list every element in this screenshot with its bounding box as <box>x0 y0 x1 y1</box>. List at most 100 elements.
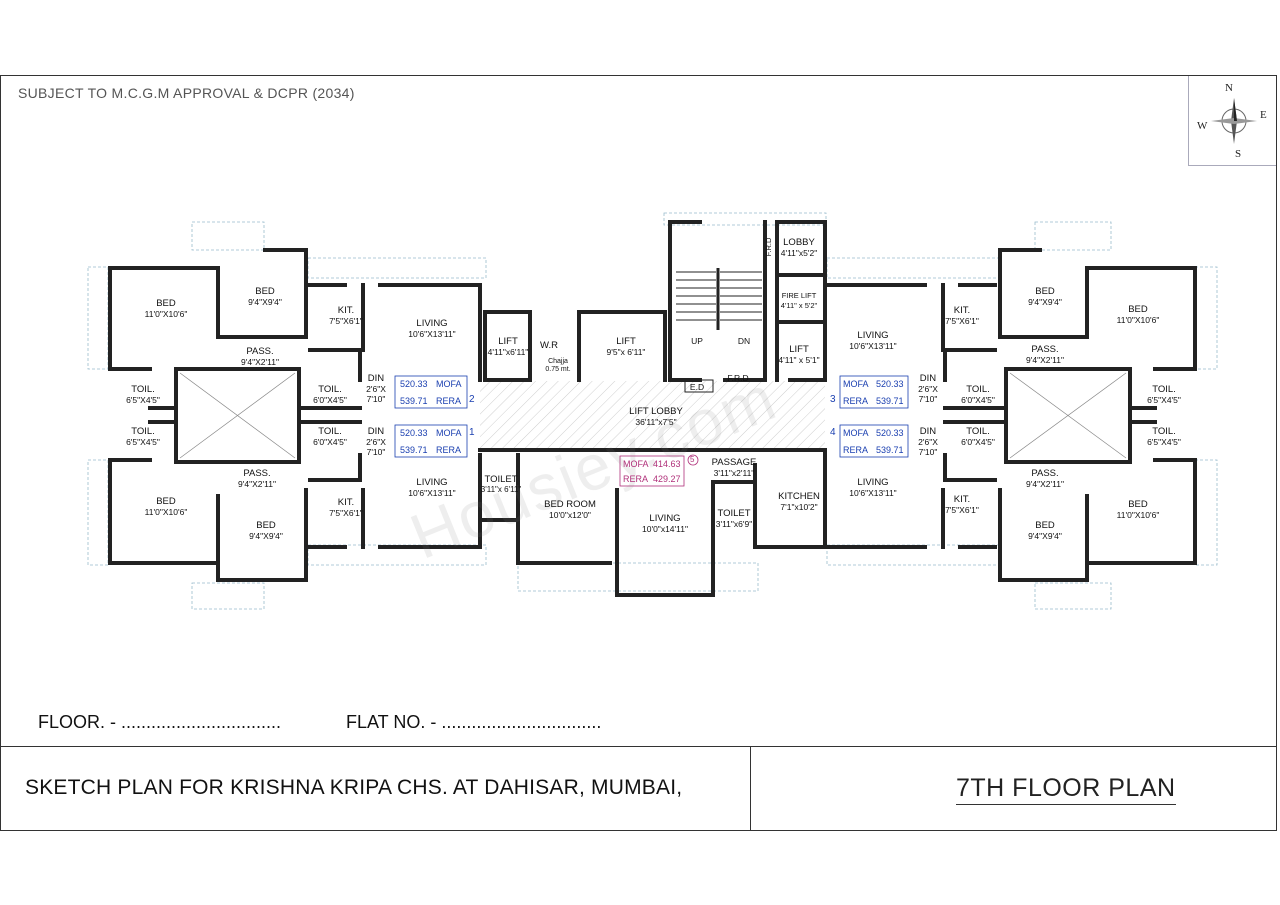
flat-number-field: FLAT NO. - .............................… <box>346 712 602 732</box>
flat3-number: 3 <box>830 394 836 405</box>
flat3-rera-label: RERA <box>843 396 869 406</box>
compass: N S E W <box>1188 76 1276 166</box>
frd-label-b: F.R.D <box>764 237 773 257</box>
room-toil-br-a: TOIL.6'0"X4'5" <box>961 426 995 448</box>
ed-box <box>684 379 714 393</box>
room-toil-tr-a: TOIL.6'0"X4'5" <box>961 384 995 406</box>
stair-down-label: DN <box>737 336 751 346</box>
flat3-mofa-label: MOFA <box>843 379 869 389</box>
room-toil-tr-b: TOIL.6'5"X4'5" <box>1147 384 1181 406</box>
flat2-rera-value: 539.71 <box>400 396 428 406</box>
room-toil-tl-b: TOIL.6'0"X4'5" <box>313 384 347 406</box>
area-box-flat5 <box>619 455 685 487</box>
flat5-number: 5 <box>690 455 695 464</box>
room-kit-bl: KIT.7'5"X6'1" <box>329 497 363 519</box>
room-toil-br-b: TOIL.6'5"X4'5" <box>1147 426 1181 448</box>
floor-plan-title: 7TH FLOOR PLAN <box>956 774 1176 805</box>
room-toil-bl-b: TOIL.6'0"X4'5" <box>313 426 347 448</box>
flat5-rera-value: 429.27 <box>653 474 681 484</box>
flat4-rera-label: RERA <box>843 445 869 455</box>
room-toil-bl-a: TOIL.6'5"X4'5" <box>126 426 160 448</box>
flat1-mofa-label: MOFA <box>436 428 462 438</box>
room-pass-bl: PASS.9'4"X2'11" <box>238 468 276 490</box>
room-pass-br: PASS.9'4"X2'11" <box>1026 468 1064 490</box>
room-kit-tr: KIT.7'5"X6'1" <box>945 305 979 327</box>
compass-south-label: S <box>1235 148 1242 160</box>
flat2-number: 2 <box>469 394 475 405</box>
flat1-mofa-value: 520.33 <box>400 428 428 438</box>
flat2-mofa-value: 520.33 <box>400 379 428 389</box>
flat5-rera-label: RERA <box>623 474 649 484</box>
sketch-plan-title: SKETCH PLAN FOR KRISHNA KRIPA CHS. AT DA… <box>25 776 683 799</box>
title-block-separator <box>750 746 751 831</box>
flat1-number: 1 <box>469 427 475 438</box>
flat4-number: 4 <box>830 427 836 438</box>
duct-crosses <box>179 372 1127 459</box>
flat5-marker <box>687 454 699 466</box>
flat1-rera-value: 539.71 <box>400 445 428 455</box>
compass-west-label: W <box>1197 120 1208 132</box>
room-toil-tl-a: TOIL.6'5"X4'5" <box>126 384 160 406</box>
flat5-mofa-value: 414.63 <box>653 459 681 469</box>
drawing-frame <box>0 75 1277 831</box>
flat2-rera-label: RERA <box>436 396 462 406</box>
room-kit-br: KIT.7'5"X6'1" <box>945 494 979 516</box>
flat2-mofa-label: MOFA <box>436 379 462 389</box>
flat4-mofa-value: 520.33 <box>876 428 904 438</box>
flat3-mofa-value: 520.33 <box>876 379 904 389</box>
walls <box>108 220 1197 597</box>
room-pass-tr: PASS.9'4"X2'11" <box>1026 344 1064 366</box>
room-wr: W.R <box>540 340 558 351</box>
flat4-mofa-label: MOFA <box>843 428 869 438</box>
room-kit-tl: KIT.7'5"X6'1" <box>329 305 363 327</box>
approval-note: SUBJECT TO M.C.G.M APPROVAL & DCPR (2034… <box>18 85 355 101</box>
stair-treads <box>676 268 762 330</box>
compass-north-label: N <box>1225 82 1233 94</box>
stair-up-label: UP <box>691 336 703 346</box>
floor-field: FLOOR. - ...............................… <box>38 712 282 732</box>
flat1-rera-label: RERA <box>436 445 462 455</box>
lift-lobby-hatch <box>480 381 825 449</box>
balcony-outlines <box>87 212 1218 610</box>
compass-east-label: E <box>1260 109 1267 121</box>
title-block-divider <box>0 746 1277 747</box>
flat5-mofa-label: MOFA <box>623 459 649 469</box>
room-pass-tl: PASS.9'4"X2'11" <box>241 346 279 368</box>
flat4-rera-value: 539.71 <box>876 445 904 455</box>
frd-label-a: F.R.D <box>727 373 749 383</box>
ed-label: E.D <box>689 382 705 392</box>
area-boxes <box>394 375 909 458</box>
compass-rose-icon <box>1211 98 1257 144</box>
flat3-rera-value: 539.71 <box>876 396 904 406</box>
